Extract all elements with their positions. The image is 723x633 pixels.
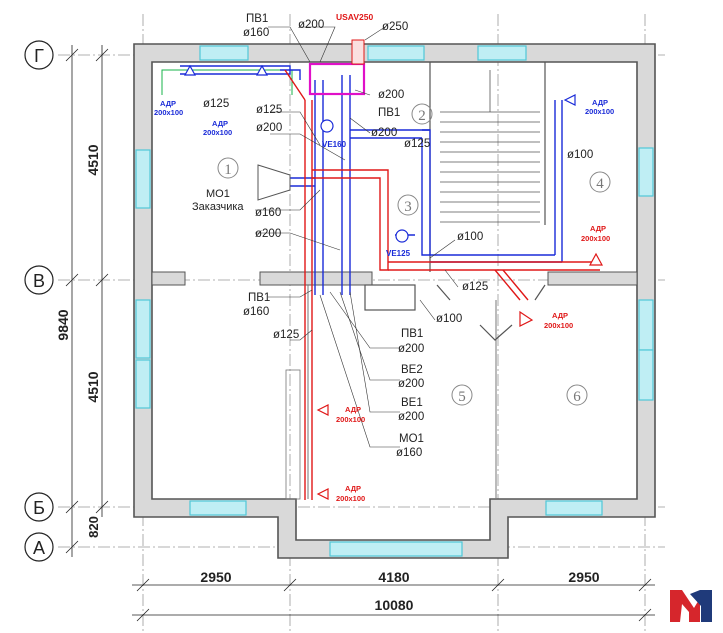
grille-labels: АДР 200x100 АДР 200x100 АДР 200x100 АДР … xyxy=(154,98,614,503)
d200-d: ø200 xyxy=(255,228,281,240)
d250: ø250 xyxy=(382,21,408,33)
pv1-bot-d: ø160 xyxy=(243,306,269,318)
fan-ve160 xyxy=(320,119,334,133)
adr-6-size: 200x100 xyxy=(336,415,365,424)
d100-c: ø100 xyxy=(436,313,462,325)
d125-a: ø125 xyxy=(256,104,282,116)
room-6: 6 xyxy=(573,389,581,405)
pv1-bot: ПВ1 xyxy=(248,292,270,304)
dimension-lines xyxy=(65,45,655,622)
room-5: 5 xyxy=(458,389,466,405)
leader-lines xyxy=(255,26,459,448)
dim-col3: 2950 xyxy=(568,569,599,585)
adr-4: АДР xyxy=(590,224,606,233)
mo1-label: МО1 xyxy=(206,188,230,200)
adr-7: АДР xyxy=(345,484,361,493)
adr-2-size: 200x100 xyxy=(203,128,232,137)
axis-v: В xyxy=(33,271,45,291)
usav-label: USAV250 xyxy=(336,12,373,22)
room-1: 1 xyxy=(224,162,232,178)
ve2-d: ø200 xyxy=(398,378,424,390)
d125-d: ø125 xyxy=(273,329,299,341)
adr-5-size: 200x100 xyxy=(544,321,573,330)
adr-5: АДР xyxy=(552,311,568,320)
mo1-r: МО1 xyxy=(399,433,424,445)
pv1-r: ПВ1 xyxy=(401,328,423,340)
pv1-r-d: ø200 xyxy=(398,343,424,355)
room-4: 4 xyxy=(596,176,604,192)
d100-b: ø100 xyxy=(457,231,483,243)
adr-4-size: 200x100 xyxy=(581,234,610,243)
dim-bottom: 820 xyxy=(86,516,101,538)
adr-3-size: 200x100 xyxy=(585,107,614,116)
adr-7-size: 200x100 xyxy=(336,494,365,503)
supply-ducts xyxy=(180,65,563,295)
d200-top: ø200 xyxy=(298,19,324,31)
dim-lower: 4510 xyxy=(85,371,101,402)
customer-label: Заказчика xyxy=(192,201,244,213)
pv1-mid: ПВ1 xyxy=(378,107,400,119)
dim-total: 10080 xyxy=(375,597,414,613)
dim-col1: 2950 xyxy=(200,569,231,585)
d125-b: ø125 xyxy=(404,138,430,150)
d200-c: ø200 xyxy=(371,127,397,139)
d200-b: ø200 xyxy=(378,89,404,101)
ve1: ВЕ1 xyxy=(401,397,423,409)
exhaust-ducts xyxy=(284,69,600,500)
d100-a: ø100 xyxy=(567,149,593,161)
d200-a: ø200 xyxy=(256,122,282,134)
green-contour xyxy=(161,69,293,95)
adr-1: АДР xyxy=(160,99,176,108)
windows xyxy=(135,45,654,557)
d125-left: ø125 xyxy=(203,98,229,110)
room-3: 3 xyxy=(404,199,412,215)
adr-1-size: 200x100 xyxy=(154,108,183,117)
pv1-top: ПВ1 xyxy=(246,13,268,25)
pv1-top-d: ø160 xyxy=(243,27,269,39)
mo1-diffuser xyxy=(257,164,291,201)
grille-markers xyxy=(183,64,604,500)
adr-3: АДР xyxy=(592,98,608,107)
axis-a: А xyxy=(33,538,45,558)
room-2: 2 xyxy=(418,108,426,124)
annotations: ПВ1 ø160 ø200 ø250 ø125 ø125 ø200 ø200 П… xyxy=(203,13,593,459)
axis-bubbles xyxy=(24,40,54,562)
fan-ve125 xyxy=(395,229,409,243)
riser-d250 xyxy=(351,39,365,65)
ve160-label: VE160 xyxy=(322,140,347,149)
ve1-d: ø200 xyxy=(398,411,424,423)
mo1-r-d: ø160 xyxy=(396,447,422,459)
dim-vertical-total: 9840 xyxy=(55,309,71,340)
adr-2: АДР xyxy=(212,119,228,128)
ve125-label: VE125 xyxy=(386,249,411,258)
logo-m-icon xyxy=(670,590,712,622)
axis-b: Б xyxy=(33,498,45,518)
dim-upper: 4510 xyxy=(85,144,101,175)
room-markers xyxy=(217,103,611,406)
d125-c: ø125 xyxy=(462,281,488,293)
d160-a: ø160 xyxy=(255,207,281,219)
axis-g: Г xyxy=(34,46,44,66)
dim-col2: 4180 xyxy=(378,569,409,585)
adr-6: АДР xyxy=(345,405,361,414)
ve2: ВЕ2 xyxy=(401,364,423,376)
usav-unit xyxy=(308,62,366,96)
